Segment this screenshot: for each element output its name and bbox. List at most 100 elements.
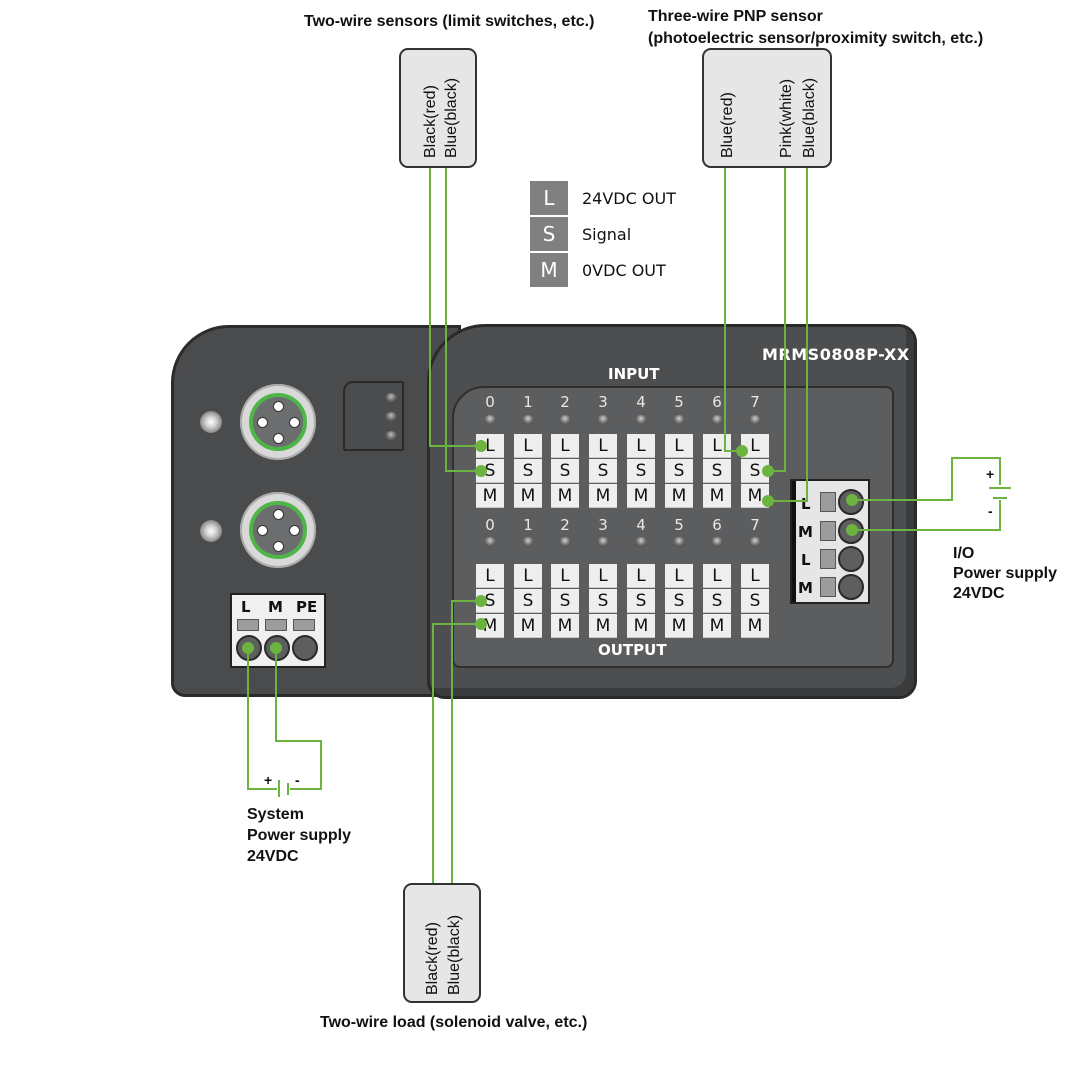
sys-ps-minus: - bbox=[295, 772, 300, 788]
wire-io-plus bbox=[852, 457, 1001, 501]
terminal-label: M bbox=[268, 598, 283, 616]
m12-connector-in[interactable] bbox=[240, 384, 316, 460]
terminal-label: M bbox=[798, 523, 813, 541]
wire-dot bbox=[242, 642, 254, 654]
output-pin-l[interactable]: L bbox=[627, 564, 655, 588]
input-pin-m[interactable]: M bbox=[589, 484, 617, 508]
input-pin-s[interactable]: S bbox=[665, 459, 693, 483]
io-terminal-hole-3[interactable] bbox=[838, 546, 864, 572]
input-channel-number: 0 bbox=[485, 393, 495, 411]
pin bbox=[289, 525, 300, 536]
output-pin-m[interactable]: M bbox=[741, 614, 769, 638]
pin bbox=[257, 417, 268, 428]
output-pin-l[interactable]: L bbox=[703, 564, 731, 588]
input-pin-m[interactable]: M bbox=[627, 484, 655, 508]
legend-text: Signal bbox=[582, 224, 632, 244]
terminal-edge bbox=[792, 481, 796, 602]
io-terminal-hole-1[interactable] bbox=[838, 489, 864, 515]
output-pin-s[interactable]: S bbox=[627, 589, 655, 613]
output-pin-m[interactable]: M bbox=[703, 614, 731, 638]
sys-ps-line2: Power supply bbox=[247, 827, 352, 844]
input-pin-s[interactable]: S bbox=[627, 459, 655, 483]
output-pin-l[interactable]: L bbox=[665, 564, 693, 588]
input-pin-s[interactable]: S bbox=[551, 459, 579, 483]
output-pin-m[interactable]: M bbox=[551, 614, 579, 638]
input-channel-number: 5 bbox=[674, 393, 684, 411]
input-channel-number: 6 bbox=[712, 393, 722, 411]
wire-dot bbox=[475, 465, 487, 477]
output-pin-m[interactable]: M bbox=[589, 614, 617, 638]
output-pin-l[interactable]: L bbox=[741, 564, 769, 588]
status-led bbox=[385, 431, 397, 441]
output-status-led bbox=[484, 537, 496, 547]
output-pin-m[interactable]: M bbox=[514, 614, 542, 638]
output-pin-s[interactable]: S bbox=[665, 589, 693, 613]
terminal-hole-pe[interactable] bbox=[292, 635, 318, 661]
input-channel-number: 2 bbox=[560, 393, 570, 411]
screw-icon bbox=[200, 520, 222, 542]
screw-icon bbox=[200, 411, 222, 433]
legend-text: 24VDC OUT bbox=[582, 188, 676, 208]
connector-ring bbox=[249, 393, 307, 451]
wire-dot bbox=[475, 440, 487, 452]
output-pin-l[interactable]: L bbox=[589, 564, 617, 588]
input-pin-l[interactable]: L bbox=[589, 434, 617, 458]
terminal-label: L bbox=[801, 495, 811, 513]
input-status-led bbox=[711, 415, 723, 425]
input-status-led bbox=[673, 415, 685, 425]
legend-row-s: S Signal bbox=[530, 217, 676, 251]
output-pin-l[interactable]: L bbox=[514, 564, 542, 588]
input-label: INPUT bbox=[608, 365, 660, 383]
sys-ps-line3: 24VDC bbox=[247, 848, 299, 865]
io-terminal-hole-4[interactable] bbox=[838, 574, 864, 600]
input-pin-s[interactable]: S bbox=[589, 459, 617, 483]
output-pin-s[interactable]: S bbox=[514, 589, 542, 613]
input-pin-m[interactable]: M bbox=[665, 484, 693, 508]
legend-key: S bbox=[530, 217, 568, 251]
input-pin-m[interactable]: M bbox=[703, 484, 731, 508]
wire-sensor-blue bbox=[445, 168, 481, 472]
input-pin-s[interactable]: S bbox=[514, 459, 542, 483]
output-channel-number: 2 bbox=[560, 516, 570, 534]
output-pin-m[interactable]: M bbox=[665, 614, 693, 638]
wire-io-minus bbox=[852, 500, 1001, 531]
three-wire-sensor-box: Blue(red) Pink(white) Blue(black) bbox=[702, 48, 832, 168]
m12-connector-out[interactable] bbox=[240, 492, 316, 568]
input-pin-l[interactable]: L bbox=[627, 434, 655, 458]
legend-row-l: L 24VDC OUT bbox=[530, 181, 676, 215]
input-pin-s[interactable]: S bbox=[703, 459, 731, 483]
io-ps-line1: I/O bbox=[953, 545, 975, 562]
output-status-led bbox=[749, 537, 761, 547]
input-pin-l[interactable]: L bbox=[551, 434, 579, 458]
output-pin-s[interactable]: S bbox=[741, 589, 769, 613]
io-ps-line2: Power supply bbox=[953, 565, 1058, 582]
output-pin-s[interactable]: S bbox=[589, 589, 617, 613]
input-pin-m[interactable]: M bbox=[514, 484, 542, 508]
pin bbox=[273, 401, 284, 412]
output-pin-s[interactable]: S bbox=[703, 589, 731, 613]
output-pin-l[interactable]: L bbox=[551, 564, 579, 588]
pin-legend: L 24VDC OUT S Signal M 0VDC OUT bbox=[530, 181, 676, 287]
input-pin-l[interactable]: L bbox=[665, 434, 693, 458]
wire-dot bbox=[762, 495, 774, 507]
terminal-label: L bbox=[241, 598, 251, 616]
wire-dot bbox=[475, 618, 487, 630]
wire-sys-minus bbox=[275, 648, 322, 790]
output-pin-s[interactable]: S bbox=[551, 589, 579, 613]
terminal-label: PE bbox=[296, 598, 318, 616]
caption-two-wire-load: Two-wire load (solenoid valve, etc.) bbox=[320, 1014, 588, 1031]
output-channel-number: 3 bbox=[598, 516, 608, 534]
input-status-led bbox=[522, 415, 534, 425]
input-pin-m[interactable]: M bbox=[476, 484, 504, 508]
input-pin-m[interactable]: M bbox=[551, 484, 579, 508]
input-pin-l[interactable]: L bbox=[514, 434, 542, 458]
terminal-label: M bbox=[798, 579, 813, 597]
io-ps-minus: - bbox=[988, 503, 993, 519]
output-pin-l[interactable]: L bbox=[476, 564, 504, 588]
terminal-label: L bbox=[801, 551, 811, 569]
input-pin-l[interactable]: L bbox=[703, 434, 731, 458]
output-pin-m[interactable]: M bbox=[627, 614, 655, 638]
input-status-led bbox=[559, 415, 571, 425]
output-status-led bbox=[673, 537, 685, 547]
pin bbox=[289, 417, 300, 428]
